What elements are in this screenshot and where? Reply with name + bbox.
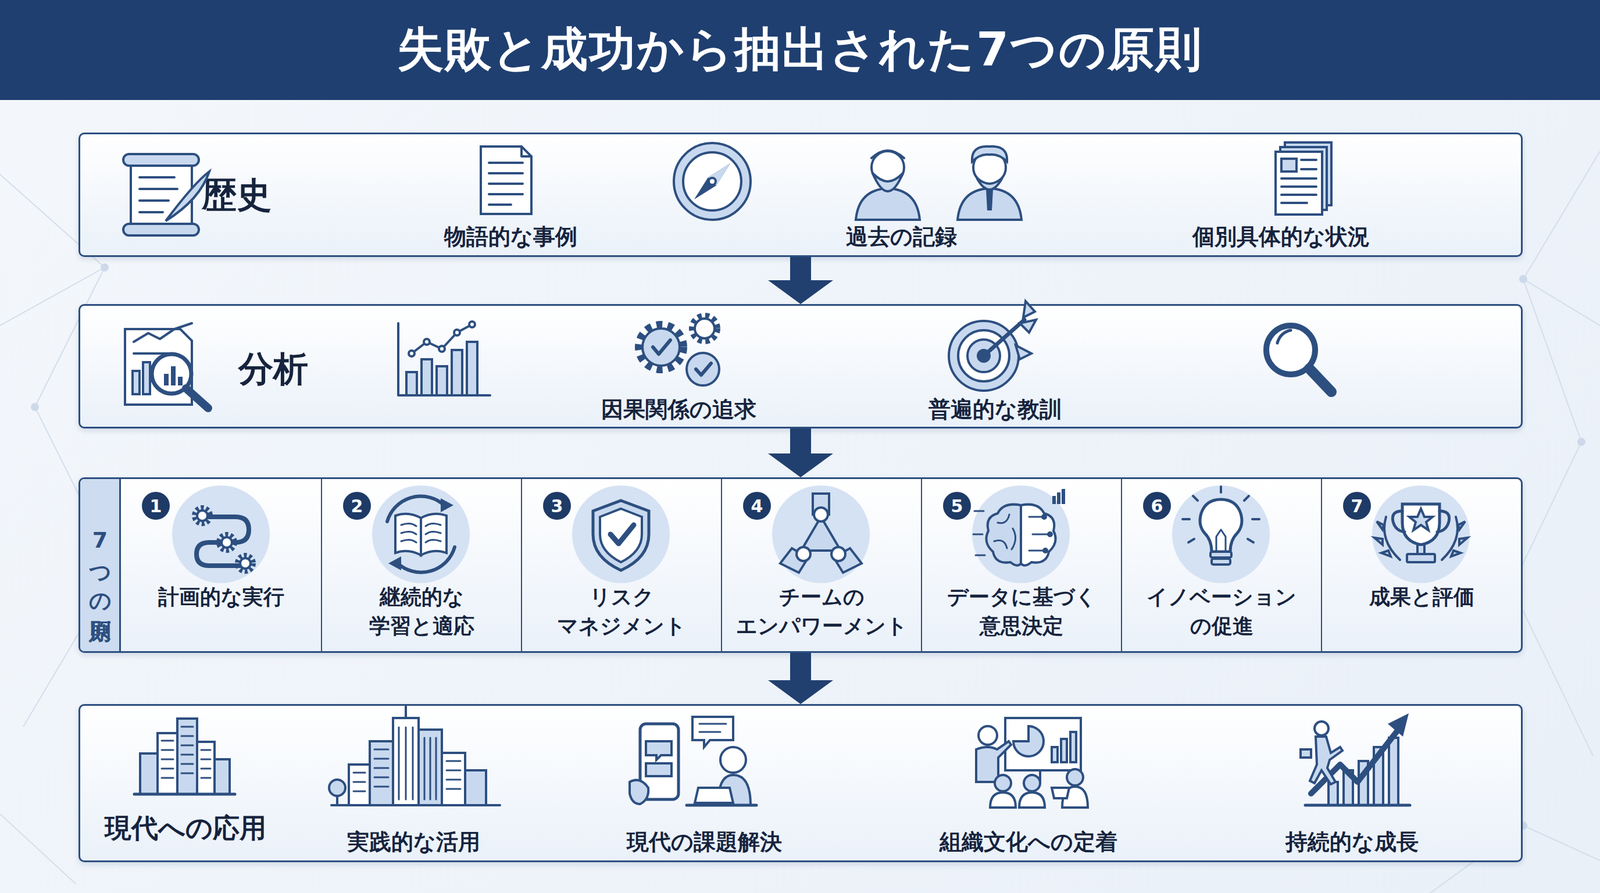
- band-heading: 分析: [238, 345, 309, 394]
- principle-text: 成果と評価: [1330, 582, 1513, 612]
- flow-arrow: [768, 428, 834, 478]
- callout-number: 4: [743, 491, 771, 520]
- item-label: 持続的な成長: [1285, 827, 1419, 857]
- title-banner: 失敗と成功から抽出された7つの原則: [0, 0, 1600, 100]
- principle-cell: 4 チームの エンパワーメント: [720, 479, 921, 652]
- network-dots: [1577, 437, 1586, 446]
- network-lines: [1511, 151, 1600, 756]
- item-label: 普遍的な教訓: [928, 394, 1062, 425]
- callout-number: 7: [1343, 491, 1371, 520]
- vertical-heading-column: 7つの原則: [80, 479, 121, 652]
- item-label: 過去の記録: [845, 222, 957, 252]
- callout-number: 6: [1143, 491, 1171, 520]
- flow-arrow: [768, 652, 834, 705]
- flow-arrow: [768, 256, 834, 305]
- network-dots: [100, 263, 109, 272]
- item-label: 現代の課題解決: [626, 827, 782, 857]
- network-lines: [0, 151, 1600, 893]
- band-heading: 現代への応用: [104, 810, 267, 847]
- stage-band: 7つの原則 1 計画的な実行 2 継続的な 学習と適応 3 リスク マネジメント 4 チームの …: [78, 477, 1523, 653]
- band-heading: 7つの原則: [84, 527, 115, 604]
- item-label: 組織文化への定着: [939, 827, 1118, 857]
- principle-cell: 1 計画的な実行: [120, 479, 321, 652]
- callout-number: 2: [343, 491, 371, 520]
- principle-text: チームの エンパワーメント: [730, 582, 913, 641]
- title-text: 失敗と成功から抽出された7つの原則: [397, 18, 1203, 82]
- principle-text: リスク マネジメント: [530, 582, 713, 641]
- callout-number: 1: [141, 491, 170, 520]
- principle-cell: 6 イノベーション の促進: [1120, 479, 1321, 652]
- principle-text: 継続的な 学習と適応: [330, 582, 513, 641]
- principle-cell: 5 データに基づく 意思決定: [920, 479, 1121, 652]
- item-label: 個別具体的な状況: [1192, 222, 1370, 252]
- item-label: 因果関係の追求: [601, 394, 757, 425]
- network-lines: [1523, 279, 1600, 326]
- principle-cell: 3 リスク マネジメント: [520, 479, 721, 652]
- band-heading: 歴史: [201, 172, 272, 220]
- principle-cell: 2 継続的な 学習と適応: [320, 479, 521, 652]
- principle-text: 計画的な実行: [130, 582, 312, 612]
- item-label: 実践的な活用: [347, 827, 481, 857]
- callout-number: 5: [943, 491, 971, 520]
- callout-number: 3: [543, 491, 571, 520]
- network-dots: [30, 402, 39, 412]
- principle-cell: 7 成果と評価: [1320, 479, 1521, 652]
- network-dots: [1519, 275, 1528, 284]
- item-label: 物語的な事例: [444, 222, 578, 252]
- network-lines: [0, 813, 76, 884]
- principle-text: イノベーション の促進: [1130, 582, 1313, 641]
- principle-text: データに基づく 意思決定: [930, 582, 1113, 641]
- stage-band: 分析: [78, 304, 1523, 429]
